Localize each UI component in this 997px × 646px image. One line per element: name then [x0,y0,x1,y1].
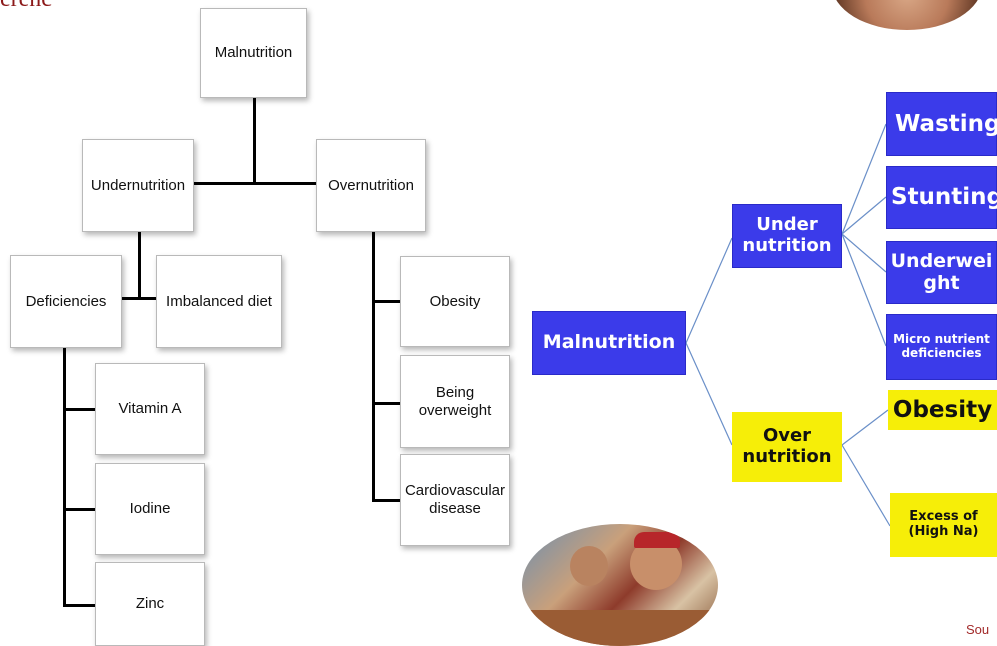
connector [372,499,400,502]
excess-line-2: (High Na) [908,524,979,539]
connector [372,402,400,405]
node-zinc: Zinc [95,562,205,646]
connector [122,297,157,300]
node-being-overweight: Being overweight [400,355,510,448]
connector [372,300,400,303]
node-imbalanced-diet: Imbalanced diet [156,255,282,348]
node-obesity-right: Obesity [888,390,997,430]
excess-line-1: Excess of [909,509,978,525]
node-iodine: Iodine [95,463,205,555]
photo-cap [634,532,680,548]
children-eating-photo [522,524,718,646]
connector [63,348,66,606]
node-obesity: Obesity [400,256,510,347]
node-under-nutrition: Under nutrition [732,204,842,268]
connector [138,232,141,299]
connector [63,408,95,411]
underweight-line-2: ght [923,271,960,294]
node-malnutrition: Malnutrition [200,8,307,98]
node-undernutrition: Undernutrition [82,139,194,232]
connector [193,182,316,185]
underweight-line-1: Underwei [890,249,993,272]
node-malnutrition-right: Malnutrition [532,311,686,375]
node-micronutrient-deficiencies: Micro nutrient deficiencies [886,314,997,380]
node-deficiencies: Deficiencies [10,255,122,348]
node-over-nutrition: Over nutrition [732,412,842,482]
source-text: Sou [966,622,990,637]
photo-child-left [570,546,608,586]
cropped-header-text: erenc [0,0,52,13]
connector [372,232,375,502]
connector [253,97,256,185]
connector [63,604,95,607]
node-overnutrition: Overnutrition [316,139,426,232]
node-underweight: Underwei ght [886,241,997,304]
node-wasting: Wasting [886,92,997,156]
connector [63,508,95,511]
photo-table [522,610,718,646]
node-excess-sodium: Excess of (High Na) [890,493,997,557]
node-vitamin-a: Vitamin A [95,363,205,455]
node-stunting: Stunting [886,166,997,229]
node-cardiovascular-disease: Cardiovascular disease [400,454,510,546]
